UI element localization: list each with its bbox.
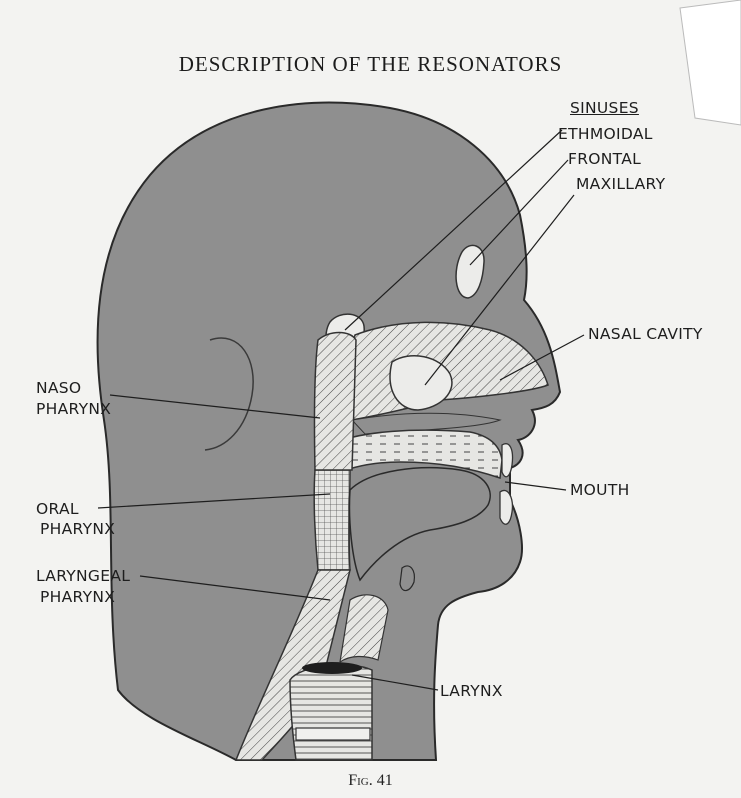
vocal-folds bbox=[302, 662, 362, 674]
figure-caption: Fig. 41 bbox=[0, 772, 741, 790]
label-mouth: MOUTH bbox=[570, 481, 630, 500]
label-laryngeal-pharynx-line1: LARYNGEAL bbox=[36, 567, 130, 586]
label-nasal-cavity: NASAL CAVITY bbox=[588, 325, 703, 344]
upper-teeth bbox=[502, 444, 513, 477]
trachea bbox=[290, 665, 372, 760]
label-maxillary: MAXILLARY bbox=[576, 175, 665, 194]
label-ethmoidal: ETHMOIDAL bbox=[558, 125, 653, 144]
label-naso-pharynx-line2: PHARYNX bbox=[36, 400, 111, 419]
lower-teeth bbox=[500, 490, 512, 524]
label-frontal: FRONTAL bbox=[568, 150, 641, 169]
label-oral-pharynx-line2: PHARYNX bbox=[40, 520, 115, 539]
label-oral-pharynx-line1: ORAL bbox=[36, 500, 79, 519]
trachea-ring bbox=[296, 728, 370, 740]
naso-pharynx bbox=[314, 333, 356, 471]
sinuses-heading: SINUSES bbox=[570, 99, 639, 118]
label-naso-pharynx-line1: NASO bbox=[36, 379, 81, 398]
label-laryngeal-pharynx-line2: PHARYNX bbox=[40, 588, 115, 607]
oral-pharynx bbox=[314, 470, 350, 570]
label-larynx: LARYNX bbox=[440, 682, 503, 701]
